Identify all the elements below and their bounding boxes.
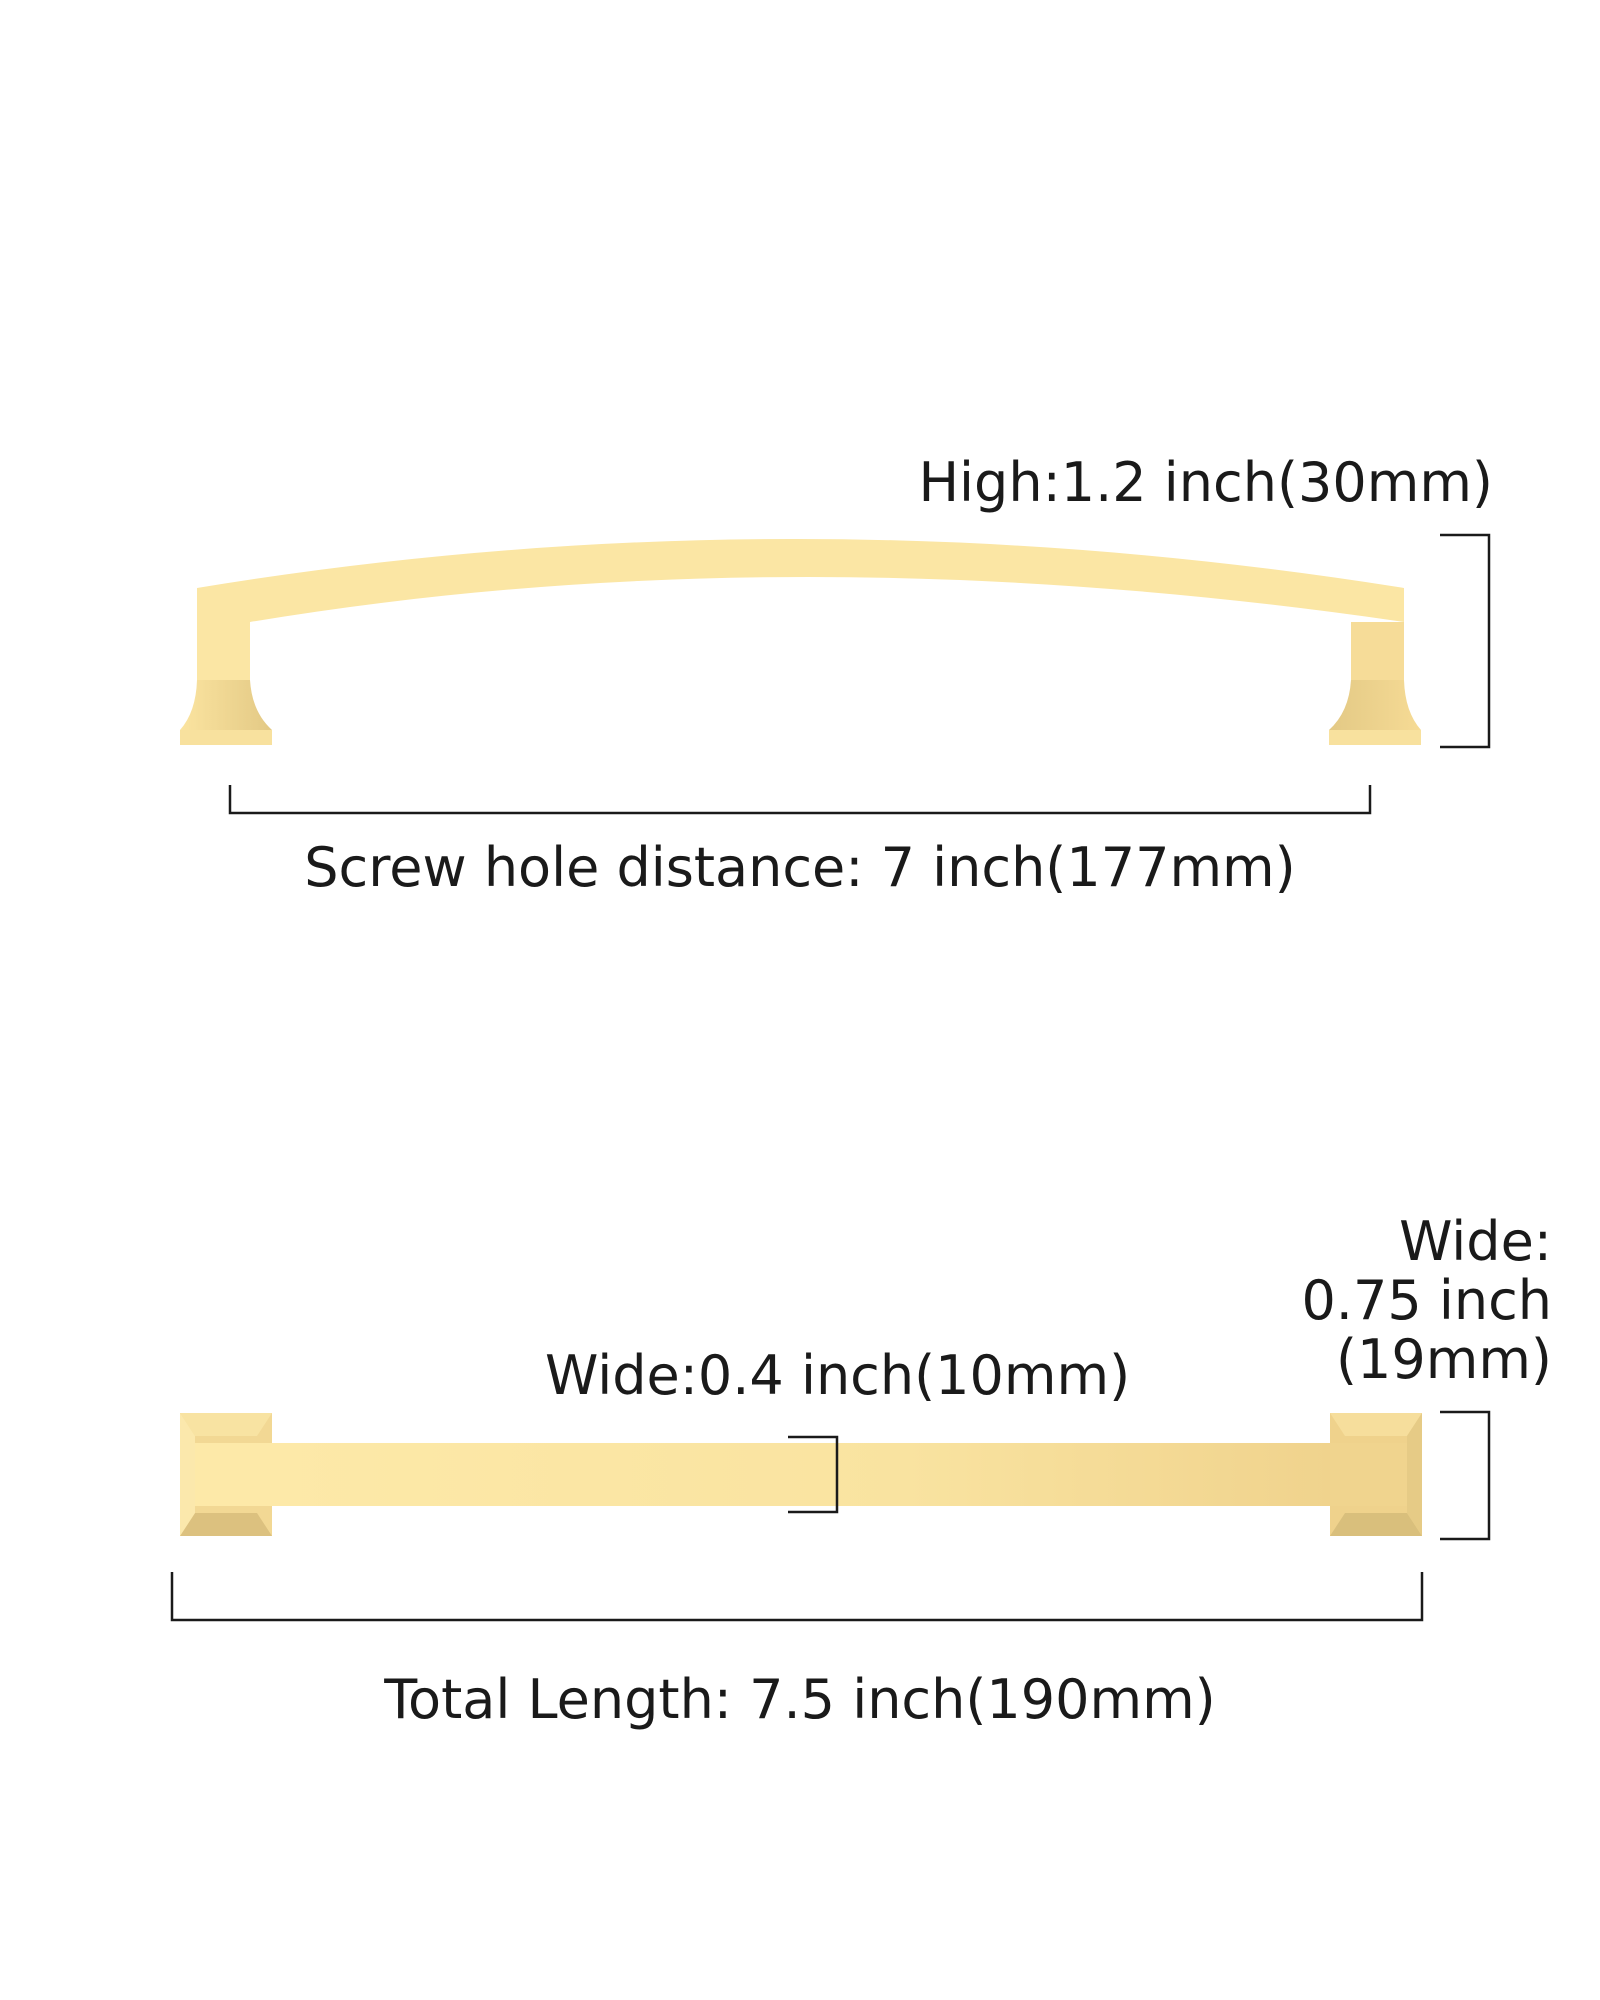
- straight-bar: [272, 1443, 1330, 1506]
- base-width-bracket: [1440, 1410, 1491, 1541]
- base-width-label-line3: (19mm): [1335, 1328, 1552, 1391]
- total-length-label: Total Length: 7.5 inch(190mm): [384, 1668, 1216, 1731]
- total-length-bracket: [170, 1572, 1424, 1622]
- screw-distance-bracket: [228, 785, 1372, 815]
- bar-width-label: Wide:0.4 inch(10mm): [545, 1344, 1131, 1407]
- height-dimension-bracket: [1440, 533, 1491, 749]
- height-label: High:1.2 inch(30mm): [918, 451, 1493, 514]
- arched-bar: [197, 539, 1404, 690]
- left-foot: [180, 680, 272, 745]
- base-width-label-line1: Wide:: [1399, 1210, 1552, 1273]
- top-view-handle: [180, 1413, 1422, 1536]
- bar-width-bracket: [788, 1435, 839, 1514]
- left-base-plate: [180, 1413, 272, 1536]
- right-base-plate: [1330, 1413, 1422, 1536]
- right-foot: [1329, 622, 1421, 745]
- screw-distance-label: Screw hole distance: 7 inch(177mm): [304, 836, 1296, 899]
- side-view-handle: [180, 539, 1421, 745]
- base-width-label-line2: 0.75 inch: [1301, 1269, 1552, 1332]
